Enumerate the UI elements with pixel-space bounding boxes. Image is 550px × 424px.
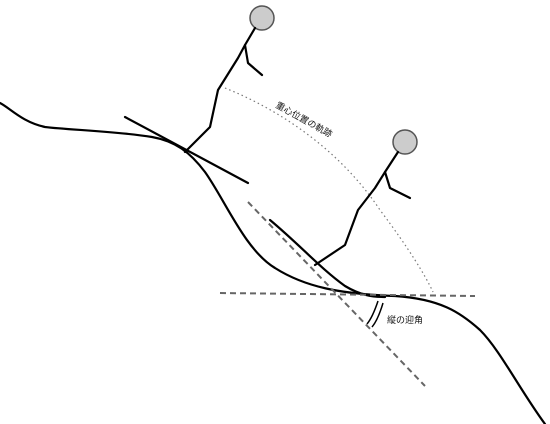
- horizontal-reference-line: [219, 292, 476, 297]
- skier-landing: [313, 129, 418, 267]
- skier-takeoff: [123, 5, 275, 185]
- skier-takeoff-ski: [123, 115, 250, 185]
- slope-profile: [0, 101, 547, 424]
- landing-slope-line: [268, 218, 387, 299]
- skier-landing-head: [392, 129, 418, 155]
- angle-arc-inner: [366, 300, 379, 325]
- inclined-reference-line: [247, 201, 426, 387]
- trajectory-label: 重心位置の軌跡: [274, 99, 335, 140]
- skier-takeoff-body: [183, 26, 257, 154]
- skier-takeoff-arm: [243, 43, 264, 77]
- skier-takeoff-head: [249, 5, 275, 31]
- trajectory-line: [224, 87, 434, 293]
- skier-landing-arm: [383, 170, 412, 200]
- skier-landing-body: [313, 150, 400, 267]
- angle-arc-outer: [371, 302, 384, 328]
- angle-label: 縦の迎角: [387, 314, 423, 326]
